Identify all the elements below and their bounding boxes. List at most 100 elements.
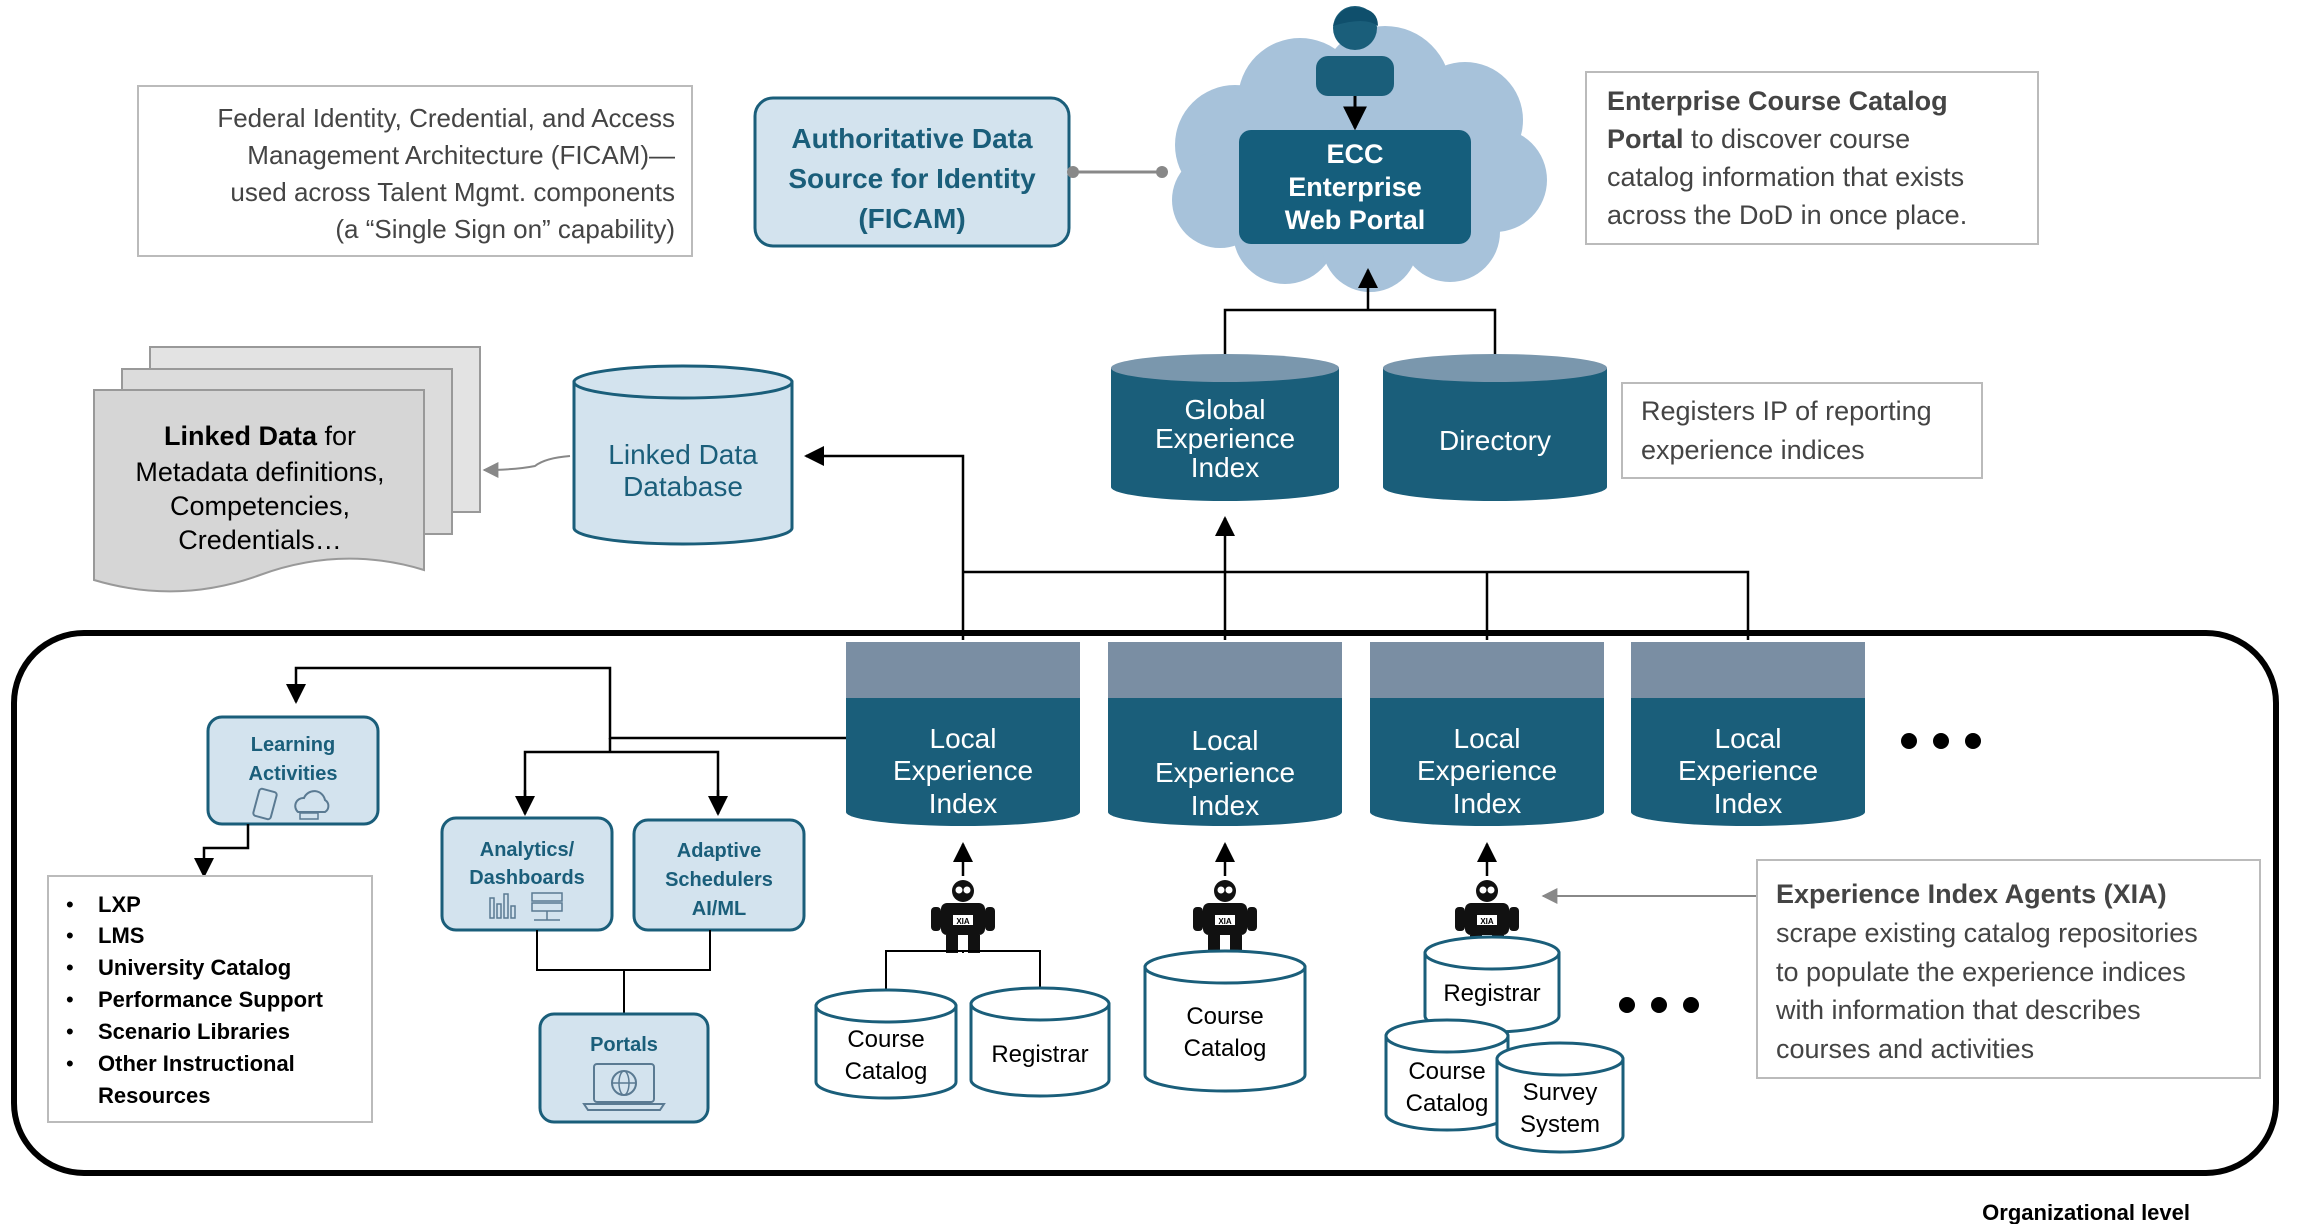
source-survey-system[interactable]: Survey System	[1495, 1041, 1625, 1154]
ecc-note-bold1: Enterprise Course Catalog	[1607, 86, 1948, 116]
local-experience-index-4[interactable]: Local Experience Index	[1631, 642, 1865, 826]
resource-item-scenario-libraries: Scenario Libraries	[98, 1019, 290, 1044]
directory-db[interactable]: Directory	[1383, 354, 1607, 501]
global-index-line3: Index	[1191, 452, 1260, 483]
source-registrar-1[interactable]: Registrar	[969, 986, 1111, 1098]
more-sources-ellipsis	[1619, 997, 1699, 1013]
source3-line1: Course	[1186, 1003, 1263, 1030]
laptop-globe-icon	[582, 1063, 666, 1111]
ecc-portal-box[interactable]: ECC Enterprise Web Portal	[1239, 130, 1471, 244]
source6-line1: Survey	[1523, 1079, 1598, 1106]
adaptive-line1: Adaptive	[677, 840, 761, 862]
source6-line2: System	[1520, 1111, 1600, 1138]
resource-item-other-instructional: Other Instructional	[98, 1051, 295, 1076]
directory-note: Registers IP of reporting experience ind…	[1621, 382, 1983, 479]
xia-note: Experience Index Agents (XIA) scrape exi…	[1756, 859, 2261, 1079]
ficam-box-line1: Authoritative Data	[791, 123, 1033, 154]
organization-container	[11, 630, 2279, 1176]
learning-activities-box[interactable]: Learning Activities	[206, 715, 380, 826]
source-course-catalog-3[interactable]: Course Catalog	[1384, 1018, 1510, 1132]
xia-badge-3: XIA	[1480, 917, 1494, 926]
portal-line1: ECC	[1326, 139, 1383, 169]
linked-db-line2: Database	[623, 471, 743, 502]
local4-line1: Local	[1715, 723, 1782, 754]
svg-text:•: •	[66, 1019, 74, 1044]
linked-doc-line3: Competencies,	[170, 491, 350, 521]
source1-line2: Catalog	[845, 1058, 928, 1085]
ecc-note-line3: catalog information that exists	[1607, 162, 1964, 192]
source2-label: Registrar	[991, 1041, 1088, 1068]
ficam-note-line1: Federal Identity, Credential, and Access	[217, 103, 675, 133]
mobile-device-icon	[252, 787, 278, 821]
source1-line1: Course	[847, 1026, 924, 1053]
local2-line2: Experience	[1155, 757, 1295, 788]
resource-item-lxp: LXP	[98, 892, 141, 917]
directory-note-line1: Registers IP of reporting	[1641, 396, 1932, 426]
local3-line3: Index	[1453, 788, 1522, 819]
xia-badge-1: XIA	[956, 917, 970, 926]
xia-note-line2: scrape existing catalog repositories	[1776, 918, 2198, 948]
portal-line2: Enterprise	[1288, 172, 1422, 202]
linked-data-database[interactable]: Linked Data Database	[572, 364, 794, 546]
source-course-catalog-2[interactable]: Course Catalog	[1143, 949, 1307, 1093]
analytics-dashboards-box[interactable]: Analytics/ Dashboards	[440, 816, 614, 932]
source-registrar-2[interactable]: Registrar	[1423, 935, 1561, 1034]
resource-item-resources: Resources	[98, 1083, 211, 1108]
resource-item-university-catalog: University Catalog	[98, 955, 291, 980]
ficam-note-line2: Management Architecture (FICAM)—	[247, 140, 675, 170]
user-icon	[1316, 6, 1394, 96]
cloud-sync-icon	[294, 790, 330, 820]
analytics-line1: Analytics/	[480, 839, 575, 861]
linked-doc-line1: Linked Data for	[164, 421, 356, 451]
resource-item-lms: LMS	[98, 923, 144, 948]
local2-line1: Local	[1192, 725, 1259, 756]
resource-list: • LXP • LMS • University Catalog • Perfo…	[47, 875, 373, 1123]
directory-note-line2: experience indices	[1641, 435, 1865, 465]
portal-line3: Web Portal	[1285, 205, 1426, 235]
local4-line3: Index	[1714, 788, 1783, 819]
local2-line3: Index	[1191, 790, 1260, 821]
xia-badge-2: XIA	[1218, 917, 1232, 926]
adaptive-line2: Schedulers	[665, 869, 773, 891]
ficam-note: Federal Identity, Credential, and Access…	[137, 85, 693, 257]
local4-line2: Experience	[1678, 755, 1818, 786]
xia-note-line5: courses and activities	[1776, 1034, 2034, 1064]
ficam-box-line3: (FICAM)	[858, 203, 965, 234]
linked-doc-line2: Metadata definitions,	[135, 457, 384, 487]
linked-data-document: Linked Data for Metadata definitions, Co…	[93, 346, 481, 593]
adaptive-schedulers-box[interactable]: Adaptive Schedulers AI/ML	[632, 818, 806, 932]
local-experience-index-1[interactable]: Local Experience Index	[846, 642, 1080, 826]
ficam-note-line3: used across Talent Mgmt. components	[230, 177, 675, 207]
local-experience-index-2[interactable]: Local Experience Index	[1108, 642, 1342, 826]
portals-box[interactable]: Portals	[538, 1012, 710, 1124]
resource-item-performance-support: Performance Support	[98, 987, 324, 1012]
global-index-line1: Global	[1185, 394, 1266, 425]
local3-line1: Local	[1454, 723, 1521, 754]
xia-agent-3: XIA	[1455, 842, 1519, 953]
source4-label: Registrar	[1443, 980, 1540, 1007]
local1-line2: Experience	[893, 755, 1033, 786]
source5-line1: Course	[1408, 1058, 1485, 1085]
directory-label: Directory	[1439, 425, 1551, 456]
xia-note-line3: to populate the experience indices	[1776, 957, 2186, 987]
xia-agent-2: XIA	[1193, 842, 1257, 953]
local3-line2: Experience	[1417, 755, 1557, 786]
bar-chart-icon	[489, 893, 516, 919]
xia-note-line4: with information that describes	[1775, 995, 2141, 1025]
source5-line2: Catalog	[1406, 1090, 1489, 1117]
ficam-box-line2: Source for Identity	[788, 163, 1036, 194]
svg-text:•: •	[66, 1051, 74, 1076]
ecc-note-line2: Portal to discover course	[1607, 124, 1910, 154]
source-course-catalog-1[interactable]: Course Catalog	[814, 988, 958, 1100]
xia-note-title: Experience Index Agents (XIA)	[1776, 879, 2167, 909]
adaptive-line3: AI/ML	[692, 898, 746, 920]
linked-doc-line4: Credentials…	[178, 525, 342, 555]
portals-label: Portals	[590, 1034, 658, 1056]
ficam-box[interactable]: Authoritative Data Source for Identity (…	[753, 96, 1071, 248]
ecc-note-line4: across the DoD in once place.	[1607, 200, 1967, 230]
global-experience-index[interactable]: Global Experience Index	[1111, 354, 1339, 501]
learning-line1: Learning	[251, 734, 335, 756]
local1-line3: Index	[929, 788, 998, 819]
local-experience-index-3[interactable]: Local Experience Index	[1370, 642, 1604, 826]
